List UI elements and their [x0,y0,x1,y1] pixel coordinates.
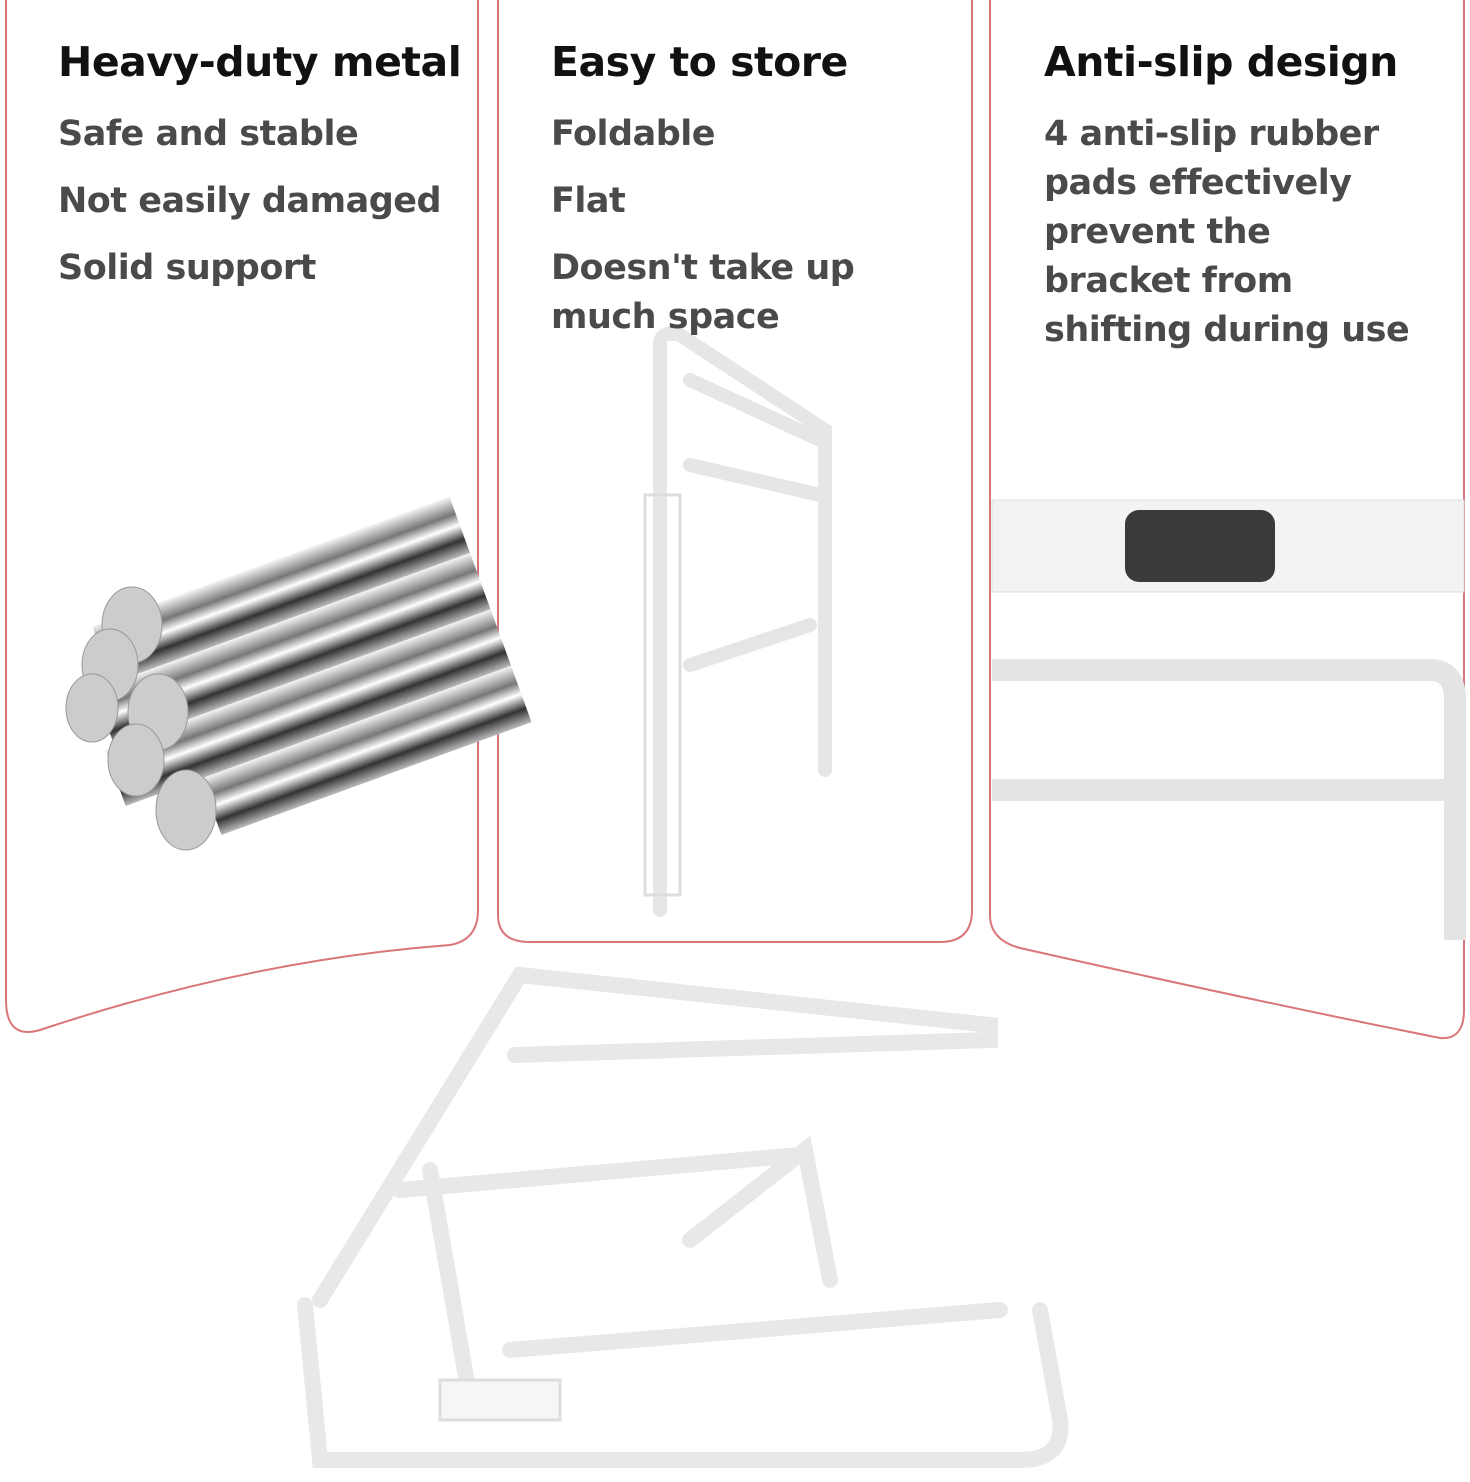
panel-1-line: Not easily damaged [58,181,442,221]
panel-1-title: Heavy-duty metal [58,38,462,86]
panel-1-line: Solid support [58,248,316,288]
rubber-pad-closeup-image [991,499,1466,940]
panel-2-title: Easy to store [551,38,848,86]
panel-2-line: Foldable [551,114,716,154]
panel-borders [5,0,1465,1040]
folded-stand-image [643,326,832,917]
panel-2-line: Flat [551,181,626,221]
panel-2-line: Doesn't take up much space [551,248,855,337]
metal-rods-image [65,496,532,851]
laptop-stand-image [297,966,1069,1468]
panel-3-title: Anti-slip design [1044,38,1398,86]
panel-3-line: 4 anti-slip rubber pads effectively prev… [1044,114,1410,350]
panel-1-line: Safe and stable [58,114,359,154]
